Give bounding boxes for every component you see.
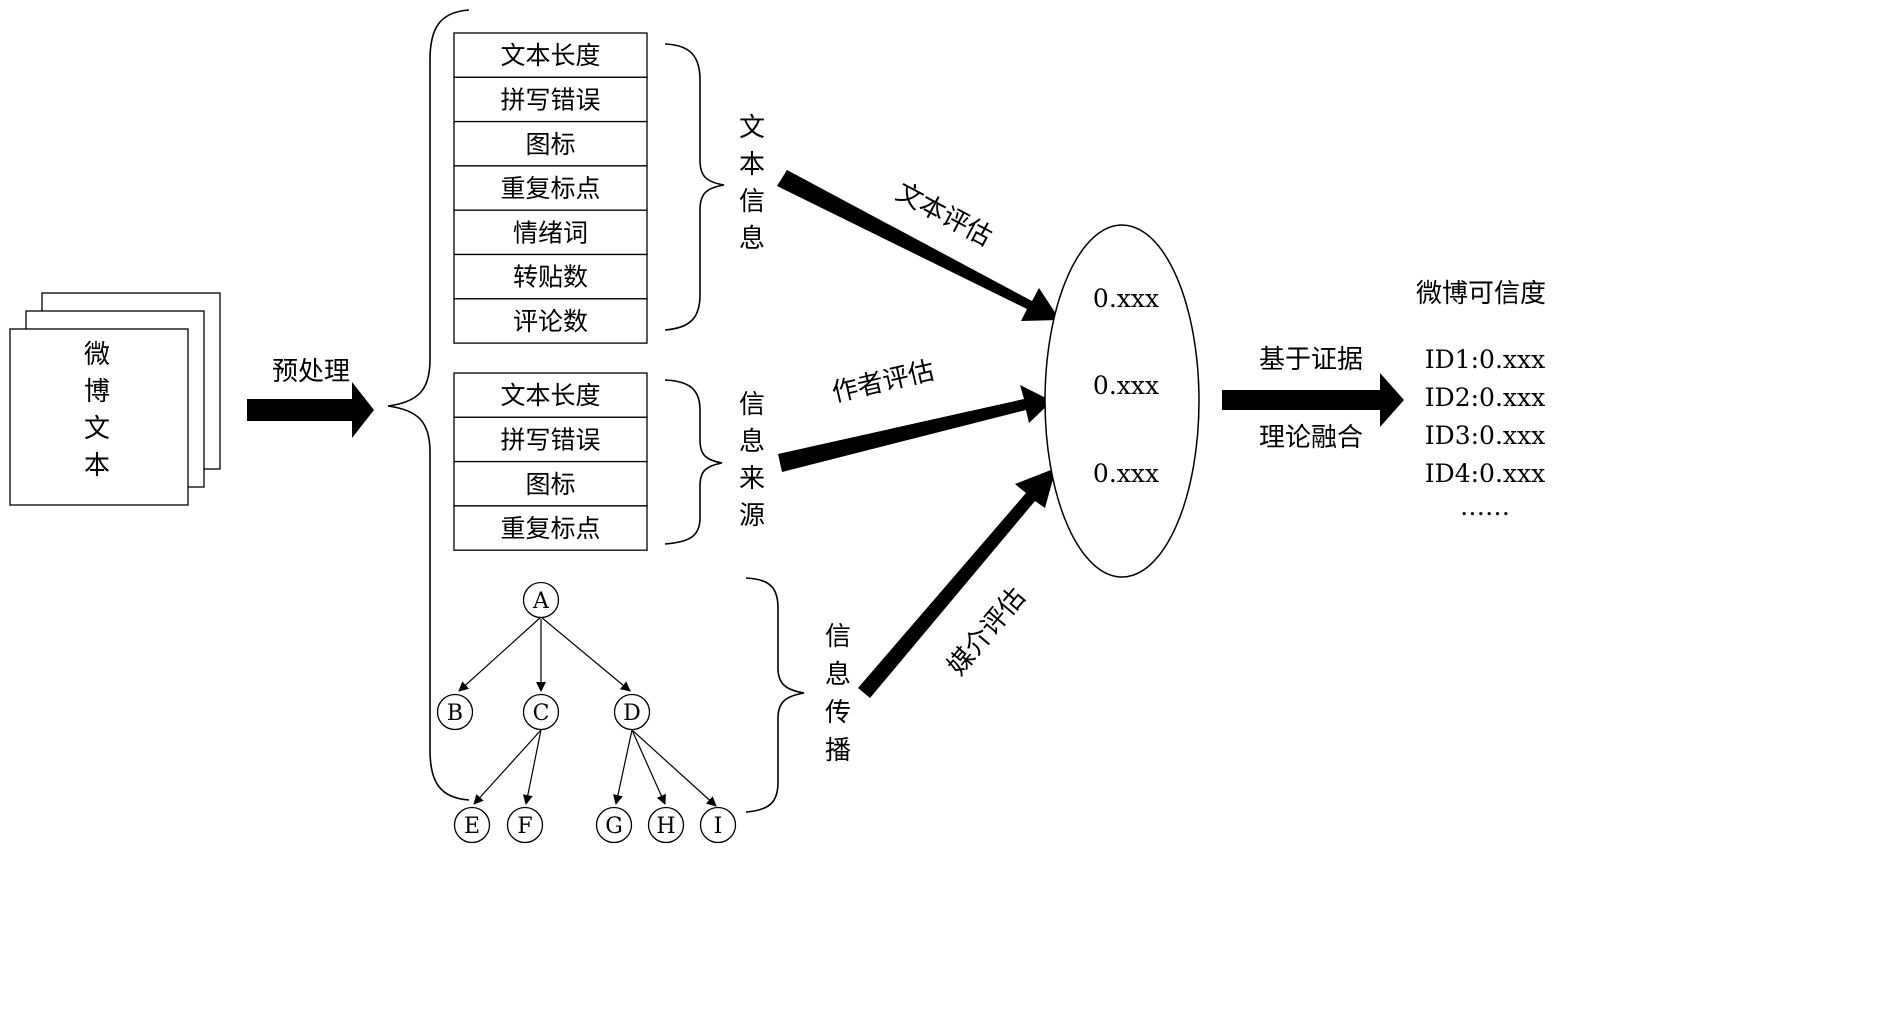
tree-node-label: I	[714, 814, 723, 839]
source-feature-cell-label: 图标	[525, 470, 575, 499]
tree-node-label: H	[656, 814, 675, 839]
propagation-char-3: 传	[825, 698, 851, 728]
edge-d-h	[632, 730, 665, 804]
preprocess-step: 预处理	[247, 357, 374, 438]
result-title: 微博可信度	[1416, 279, 1546, 309]
text-info-char-1: 文	[739, 113, 765, 143]
result-ellipsis: ……	[1460, 492, 1510, 521]
fusion-label-line2: 理论融合	[1259, 423, 1363, 453]
text-info-char-2: 本	[739, 150, 765, 180]
propagation-char-4: 播	[825, 736, 851, 766]
tree-node-label: G	[605, 814, 623, 839]
author-eval-arrow: 作者评估	[778, 356, 1052, 472]
text-feature-cell-label: 图标	[525, 130, 575, 159]
text-feature-cell-label: 拼写错误	[500, 85, 600, 114]
score-ellipse-shape	[1045, 225, 1199, 577]
document-label-char-3: 文	[84, 414, 110, 444]
text-features-table: 文本长度拼写错误图标重复标点情绪词转贴数评论数	[454, 33, 647, 343]
author-eval-arrow-shape	[778, 385, 1052, 472]
score-text: 0.xxx	[1093, 284, 1159, 313]
credibility-results: 微博可信度 ID1:0.xxx ID2:0.xxx ID3:0.xxx ID4:…	[1416, 279, 1546, 521]
edge-d-g	[616, 730, 632, 804]
score-author: 0.xxx	[1093, 371, 1159, 400]
text-feature-cell-label: 情绪词	[513, 218, 588, 247]
result-item-1: ID1:0.xxx	[1425, 345, 1545, 374]
media-eval-arrow: 媒介评估	[858, 468, 1056, 698]
preprocess-arrow	[247, 382, 374, 438]
source-info-char-3: 来	[739, 464, 765, 494]
fusion-label-line1: 基于证据	[1259, 345, 1363, 375]
fusion-step: 基于证据 理论融合	[1222, 345, 1404, 453]
tree-node-label: B	[447, 701, 463, 726]
text-feature-cell-label: 转贴数	[513, 263, 588, 292]
source-feature-cell-label: 文本长度	[500, 381, 600, 410]
diagram-canvas: 微 博 文 本 预处理 文本长度拼写错误图标重复标点情绪词转贴数评论数 文 本 …	[0, 0, 1566, 855]
source-feature-cell-label: 拼写错误	[500, 425, 600, 454]
result-item-4: ID4:0.xxx	[1425, 459, 1545, 488]
credibility-diagram: 微 博 文 本 预处理 文本长度拼写错误图标重复标点情绪词转贴数评论数 文 本 …	[0, 0, 1566, 855]
propagation-char-2: 息	[825, 660, 851, 690]
tree-node-label: D	[623, 701, 641, 726]
edge-c-e	[474, 730, 541, 804]
text-features-brace	[665, 44, 724, 330]
tree-node-label: C	[533, 701, 550, 726]
edge-c-f	[526, 730, 541, 804]
score-ellipse: 0.xxx 0.xxx 0.xxx	[1045, 225, 1199, 577]
text-feature-cell-label: 文本长度	[500, 41, 600, 70]
tree-node-label: E	[464, 814, 480, 839]
source-feature-cell-label: 重复标点	[500, 514, 600, 543]
propagation-tree: A B C D E F G H I	[438, 583, 736, 843]
preprocess-label: 预处理	[272, 357, 350, 387]
document-label-char-2: 博	[84, 377, 110, 407]
source-info-char-1: 信	[739, 390, 765, 420]
text-feature-cell-label: 重复标点	[500, 174, 600, 203]
propagation-brace	[746, 578, 804, 812]
edge-d-i	[632, 730, 716, 806]
result-item-3: ID3:0.xxx	[1425, 421, 1545, 450]
tree-node-label: A	[532, 589, 550, 614]
source-info-char-4: 源	[739, 501, 765, 531]
propagation-char-1: 信	[825, 622, 851, 652]
text-info-char-3: 信	[739, 187, 765, 217]
text-eval-arrow: 文本评估	[777, 170, 1060, 321]
result-item-2: ID2:0.xxx	[1425, 383, 1545, 412]
source-features-brace	[665, 380, 722, 544]
tree-node-label: F	[517, 814, 532, 839]
edge-a-b	[459, 617, 541, 691]
document-label-char-1: 微	[84, 340, 110, 370]
source-features-table: 文本长度拼写错误图标重复标点	[454, 373, 647, 550]
score-media: 0.xxx	[1093, 459, 1159, 488]
media-eval-label: 媒介评估	[942, 582, 1032, 681]
weibo-documents: 微 博 文 本	[10, 293, 220, 505]
document-label-char-4: 本	[84, 451, 110, 481]
fusion-arrow	[1222, 373, 1404, 427]
text-feature-cell-label: 评论数	[513, 307, 588, 336]
text-info-char-4: 息	[739, 224, 765, 254]
source-info-char-2: 息	[739, 427, 765, 457]
author-eval-label: 作者评估	[829, 356, 937, 409]
edge-a-d	[541, 617, 630, 691]
